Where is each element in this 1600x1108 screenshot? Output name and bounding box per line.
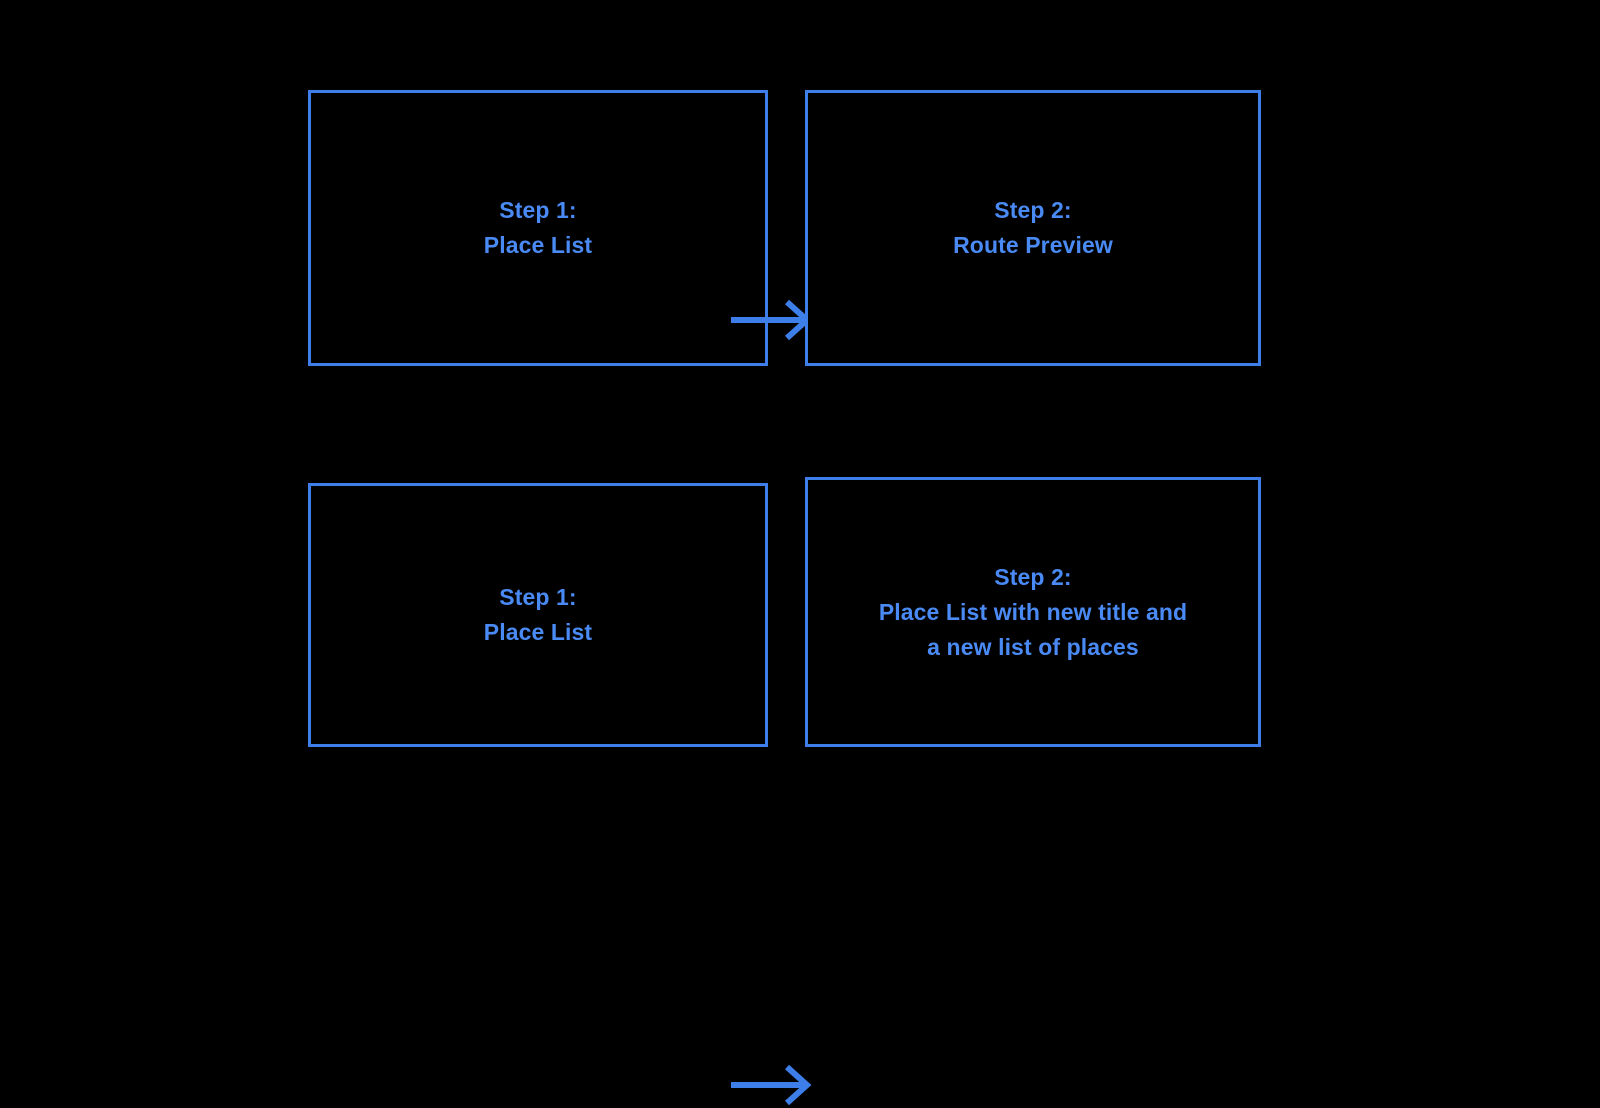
step-box-row0-step2[interactable]: Step 2: Route Preview <box>805 90 1261 366</box>
step-box-row0-step1[interactable]: Step 1: Place List <box>308 90 768 366</box>
step-box-row1-step1[interactable]: Step 1: Place List <box>308 483 768 747</box>
flow-row-route-preview: Step 1: Place List Step 2: Route Preview <box>0 90 1600 366</box>
flow-row-place-list-update: Step 1: Place List Step 2: Place List wi… <box>0 477 1600 1106</box>
step-box-row1-step2[interactable]: Step 2: Place List with new title and a … <box>805 477 1261 747</box>
step-box-label: Step 1: Place List <box>483 197 593 258</box>
diagram-canvas: Step 1: Place List Step 2: Route Preview… <box>0 90 1600 1106</box>
step-box-label: Step 2: Route Preview <box>953 197 1113 258</box>
arrow-right-icon <box>731 1062 812 1108</box>
step-box-label: Step 2: Place List with new title and a … <box>878 563 1188 660</box>
step-box-label: Step 1: Place List <box>483 584 593 645</box>
